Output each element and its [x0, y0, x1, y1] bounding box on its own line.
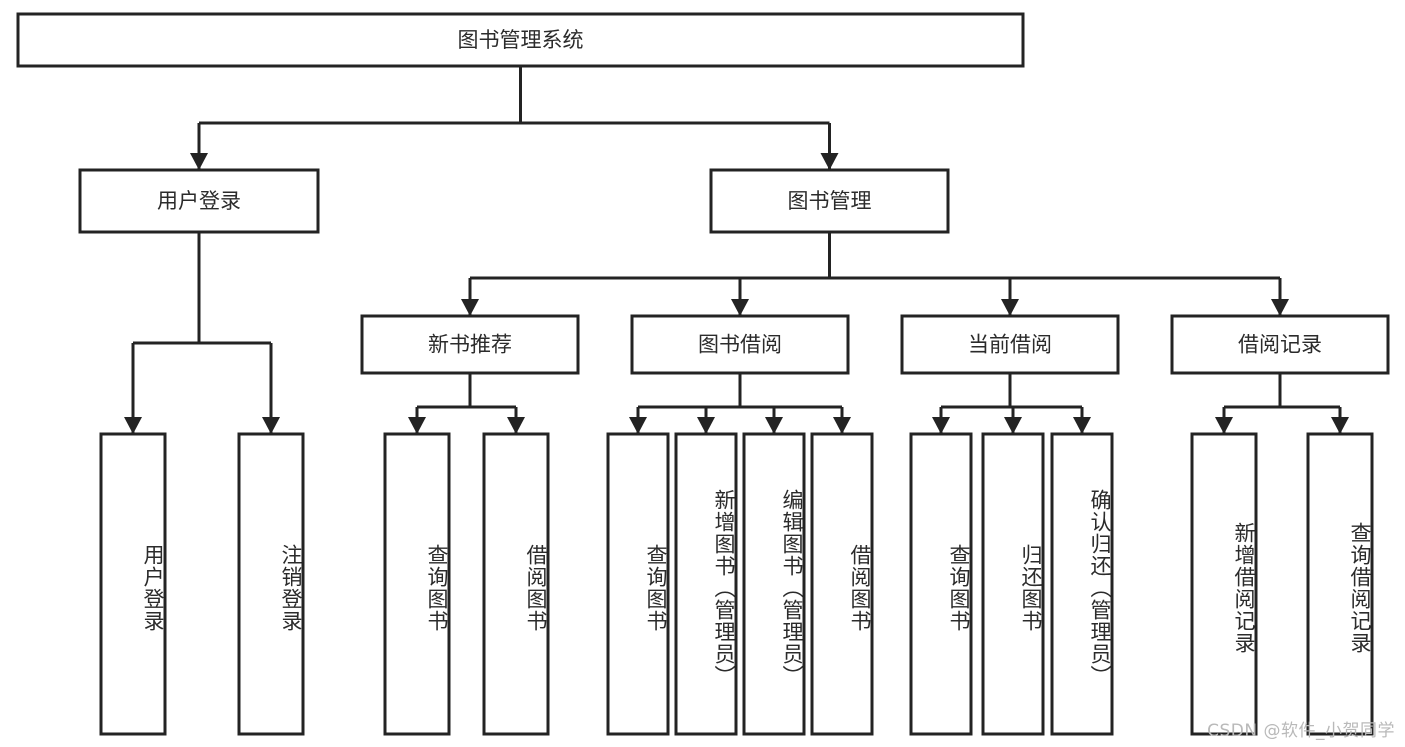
arrow-head-new-book-rec [461, 299, 479, 316]
node-label-book-manage: 图书管理 [788, 189, 872, 213]
arrow-head-book-manage [820, 153, 839, 170]
node-box-leaf-add-book[interactable] [674, 432, 738, 736]
node-label-root: 图书管理系统 [458, 28, 584, 52]
node-box-new-book-rec[interactable] [360, 314, 580, 375]
node-box-leaf-borrow-book[interactable] [810, 432, 874, 736]
arrow-head-leaf-logout [262, 417, 280, 434]
node-box-leaf-borrow-book-rec[interactable] [482, 432, 550, 736]
node-box-leaf-query-book-current[interactable] [909, 432, 973, 736]
node-box-current-borrow[interactable] [900, 314, 1120, 375]
arrow-head-leaf-query-book-current [932, 417, 950, 434]
node-box-leaf-confirm-return[interactable] [1050, 432, 1114, 736]
node-box-root[interactable] [16, 12, 1025, 68]
node-box-leaf-query-record[interactable] [1306, 432, 1374, 736]
node-label-new-book-rec: 新书推荐 [428, 333, 512, 357]
node-label-borrow-record: 借阅记录 [1238, 333, 1322, 357]
node-box-leaf-edit-book[interactable] [742, 432, 806, 736]
node-label-current-borrow: 当前借阅 [968, 333, 1052, 357]
arrow-head-leaf-query-book-rec [408, 417, 426, 434]
node-box-book-manage[interactable] [709, 168, 950, 234]
arrow-head-borrow-record [1271, 299, 1289, 316]
node-label-book-borrow: 图书借阅 [698, 333, 782, 357]
node-box-leaf-logout[interactable] [237, 432, 305, 736]
arrow-head-leaf-query-book-borrow [629, 417, 647, 434]
arrow-head-leaf-add-record [1215, 417, 1233, 434]
arrow-head-leaf-query-record [1331, 417, 1349, 434]
node-box-leaf-add-record[interactable] [1190, 432, 1258, 736]
arrow-head-user-login [190, 153, 208, 170]
arrow-head-book-borrow [731, 299, 749, 316]
arrow-head-leaf-add-book [697, 417, 715, 434]
node-box-borrow-record[interactable] [1170, 314, 1390, 375]
connector-layer [124, 66, 1349, 434]
arrow-head-leaf-return-book [1004, 417, 1022, 434]
node-box-leaf-user-login[interactable] [99, 432, 167, 736]
arrow-head-current-borrow [1001, 299, 1019, 316]
node-layer [16, 12, 1390, 736]
arrow-head-leaf-user-login [124, 417, 142, 434]
node-box-book-borrow[interactable] [630, 314, 850, 375]
node-box-leaf-query-book-borrow[interactable] [606, 432, 670, 736]
arrow-head-leaf-borrow-book [833, 417, 851, 434]
node-box-leaf-return-book[interactable] [981, 432, 1045, 736]
arrow-head-leaf-confirm-return [1073, 417, 1091, 434]
node-label-user-login: 用户登录 [157, 189, 241, 213]
csdn-watermark: CSDN @软件_小贺同学 [1207, 721, 1395, 741]
node-box-leaf-query-book-rec[interactable] [383, 432, 451, 736]
node-box-user-login[interactable] [78, 168, 320, 234]
arrow-head-leaf-edit-book [765, 417, 783, 434]
arrow-head-leaf-borrow-book-rec [507, 417, 525, 434]
